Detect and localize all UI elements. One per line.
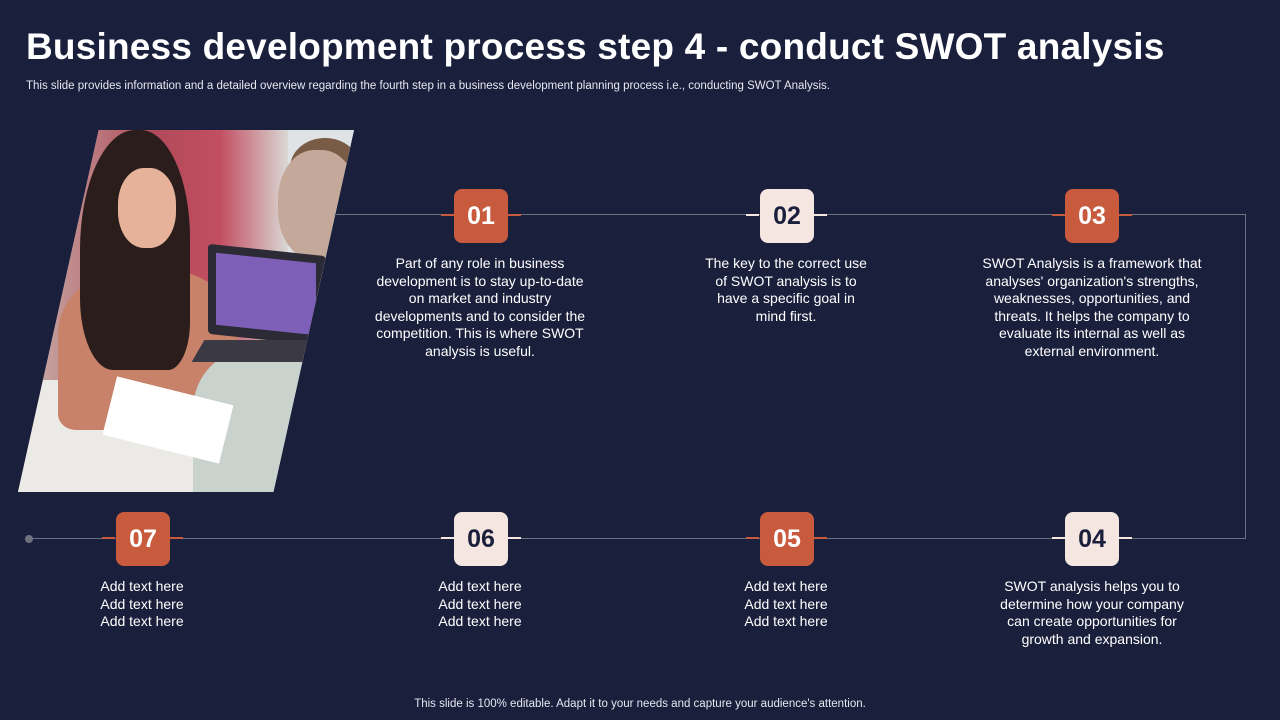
step-text-01: Part of any role in business development… [374,255,586,359]
timeline-start-dot [25,535,33,543]
step-text-05: Add text here Add text here Add text her… [744,578,828,630]
step-text-07: Add text here Add text here Add text her… [100,578,184,630]
meeting-photo [18,130,354,492]
step-text-06: Add text here Add text here Add text her… [438,578,522,630]
slide-subtitle: This slide provides information and a de… [26,80,830,92]
step-text-02: The key to the correct use of SWOT analy… [705,255,867,324]
step-badge-03: 03 [1065,189,1119,243]
step-text-03: SWOT Analysis is a framework that analys… [982,255,1202,359]
slide-title: Business development process step 4 - co… [26,26,1165,67]
step-badge-04: 04 [1065,512,1119,566]
step-badge-06: 06 [454,512,508,566]
slide-footer: This slide is 100% editable. Adapt it to… [414,698,866,710]
step-badge-07: 07 [116,512,170,566]
step-badge-02: 02 [760,189,814,243]
step-text-04: SWOT analysis helps you to determine how… [1000,578,1184,647]
right-connector-line [1245,214,1246,538]
bottom-connector-line [29,538,1246,539]
step-badge-05: 05 [760,512,814,566]
step-badge-01: 01 [454,189,508,243]
